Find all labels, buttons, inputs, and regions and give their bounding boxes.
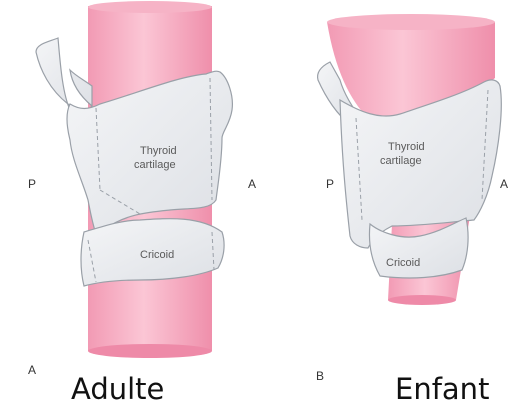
adult-thyroid-label-line2: cartilage bbox=[134, 159, 176, 171]
child-anterior-label: A bbox=[500, 177, 508, 191]
adult-larynx-figure: Thyroid cartilage Cricoid P A A bbox=[28, 1, 256, 377]
adult-anterior-label: A bbox=[248, 177, 256, 191]
adult-caption: Adulte bbox=[71, 372, 164, 406]
child-posterior-label: P bbox=[326, 177, 334, 191]
child-caption: Enfant bbox=[395, 372, 516, 406]
child-larynx-figure: Thyroid cartilage Cricoid P A B bbox=[316, 14, 508, 383]
adult-panel-letter: A bbox=[28, 363, 36, 377]
adult-thyroid-label-line1: Thyroid bbox=[140, 145, 177, 157]
adult-cricoid-label: Cricoid bbox=[140, 249, 174, 261]
child-thyroid-label-line1: Thyroid bbox=[388, 141, 425, 153]
child-panel-letter: B bbox=[316, 369, 324, 383]
adult-posterior-label: P bbox=[28, 177, 36, 191]
child-thyroid-label-line2: cartilage bbox=[380, 155, 422, 167]
child-cricoid-label: Cricoid bbox=[386, 257, 420, 269]
adult-thyroid-superior-horn bbox=[36, 38, 92, 110]
